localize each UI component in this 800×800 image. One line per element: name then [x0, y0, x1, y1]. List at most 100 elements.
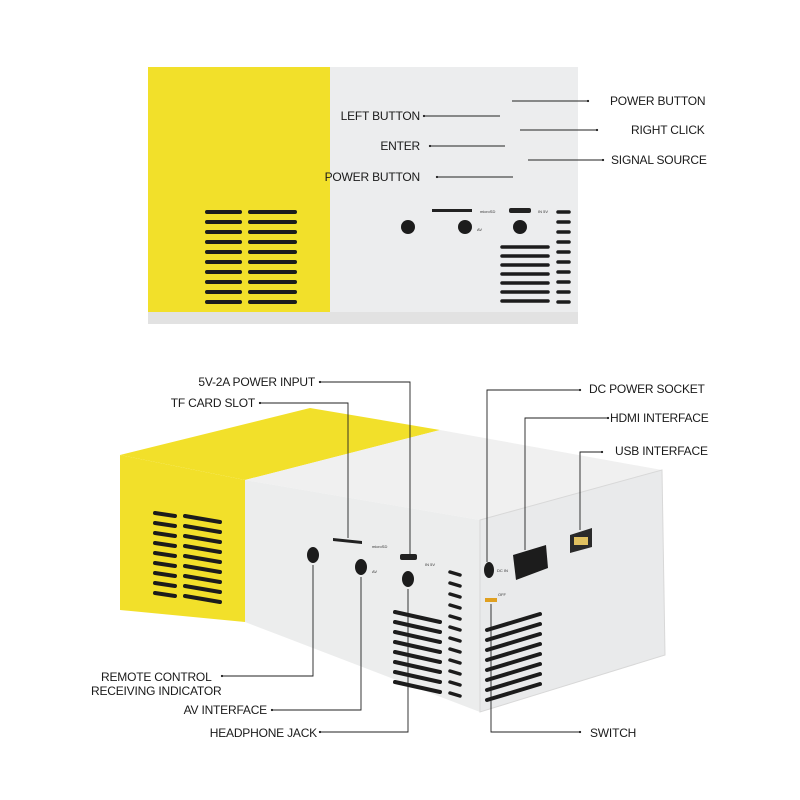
marking-dc-in: DC IN [497, 568, 508, 573]
yellow-front-face [120, 455, 245, 622]
vent-slot [393, 660, 442, 674]
vent-slot [448, 592, 462, 599]
remote-indicator [401, 220, 415, 234]
label-signal-source: SIGNAL SOURCE [611, 153, 707, 167]
vent-slot [448, 625, 462, 632]
label-tf-card-slot: TF CARD SLOT [170, 396, 255, 410]
vent-slot [448, 636, 462, 643]
av-port [458, 220, 472, 234]
vent-slot [448, 669, 462, 676]
vent-slot [393, 630, 442, 644]
marking-microsd: microSD [372, 544, 387, 549]
vent-slot [485, 632, 542, 652]
label-right-click: RIGHT CLICK [631, 123, 705, 137]
label-hdmi-interface: HDMI INTERFACE [610, 411, 709, 425]
vent-slot [183, 574, 222, 584]
marking-av: AV [477, 227, 482, 232]
vent-slot [393, 640, 442, 654]
marking-av: AV [372, 569, 377, 574]
label-switch: SWITCH [590, 726, 637, 740]
vent-slot [153, 521, 177, 528]
marking-off: OFF [498, 592, 507, 597]
vent-slot [448, 614, 462, 621]
vent-slot [183, 544, 222, 554]
vent-slot [448, 581, 462, 588]
av-port [355, 559, 367, 575]
label-av-interface: AV INTERFACE [183, 703, 268, 717]
vent-grille-side [485, 612, 542, 702]
vent-slot [153, 541, 177, 548]
vent-slot [393, 610, 442, 624]
vent-slot [183, 534, 222, 544]
projector-top-view: microSD AV IN 5V [148, 67, 578, 324]
headphone-port [513, 220, 527, 234]
yellow-top-face [120, 408, 440, 480]
white-front-face [245, 480, 480, 712]
micro-usb-port [400, 554, 417, 560]
vent-slot [448, 691, 462, 698]
hdmi-port [513, 545, 548, 580]
remote-indicator [307, 547, 319, 563]
leader-lines [220, 99, 610, 734]
vent-slot [485, 682, 542, 702]
label-power-input: 5V-2A POWER INPUT [198, 375, 315, 389]
vent-slot [485, 642, 542, 662]
label-left-button: LEFT BUTTON [340, 109, 421, 123]
vent-slot [183, 524, 222, 534]
marking-microsd: microSD [480, 209, 495, 214]
headphone-port [402, 571, 414, 587]
marking-in5v: IN 5V [425, 562, 435, 567]
yellow-shell [148, 67, 332, 322]
vent-grille-left [205, 210, 297, 304]
tf-card-slot [333, 538, 362, 544]
vent-slot [153, 581, 177, 588]
vent-slot [153, 551, 177, 558]
marking-in5v: IN 5V [538, 209, 548, 214]
vent-slot [393, 680, 442, 694]
white-side-face [479, 469, 666, 713]
label-dc-power-socket: DC POWER SOCKET [589, 382, 705, 396]
projector-angled-view: microSD AV IN 5V DC IN OFF [120, 408, 666, 713]
vent-slot [485, 612, 542, 632]
vent-slot [183, 554, 222, 564]
label-power-button-left: POWER BUTTON [324, 170, 421, 184]
vent-slot [153, 591, 177, 598]
label-power-button-right: POWER BUTTON [610, 94, 706, 108]
tf-card-slot [432, 209, 472, 212]
vent-slot [485, 622, 542, 642]
vent-slot [183, 594, 222, 604]
vent-slot [448, 680, 462, 687]
vent-slot [153, 511, 177, 518]
dc-power-socket [484, 562, 494, 578]
white-body [330, 67, 578, 324]
vent-grille-yellow [153, 511, 222, 604]
white-top-face [245, 430, 662, 520]
vent-slot [485, 672, 542, 692]
label-headphone-jack: HEADPHONE JACK [209, 726, 317, 740]
label-enter: ENTER [380, 139, 420, 153]
micro-usb-port [509, 208, 531, 213]
vent-slot [183, 514, 222, 524]
switch [485, 598, 497, 602]
label-remote-indicator-line1: REMOTE CONTROL [101, 670, 212, 684]
vent-slot [485, 652, 542, 672]
vent-slot [183, 584, 222, 594]
vent-slot [393, 650, 442, 664]
vent-slot [153, 531, 177, 538]
vent-slot [448, 603, 462, 610]
vent-slot [183, 564, 222, 574]
vent-slot [393, 620, 442, 634]
vent-grille-right [500, 210, 571, 304]
vent-slot [448, 570, 462, 577]
vent-slot [153, 561, 177, 568]
vent-slot [448, 647, 462, 654]
vent-slot [448, 658, 462, 665]
vent-slot [485, 662, 542, 682]
label-remote-indicator-line2: RECEIVING INDICATOR [91, 684, 222, 698]
vent-slot [393, 670, 442, 684]
label-usb-interface: USB INTERFACE [615, 444, 708, 458]
vent-grille-front [393, 570, 462, 698]
vent-slot [153, 571, 177, 578]
